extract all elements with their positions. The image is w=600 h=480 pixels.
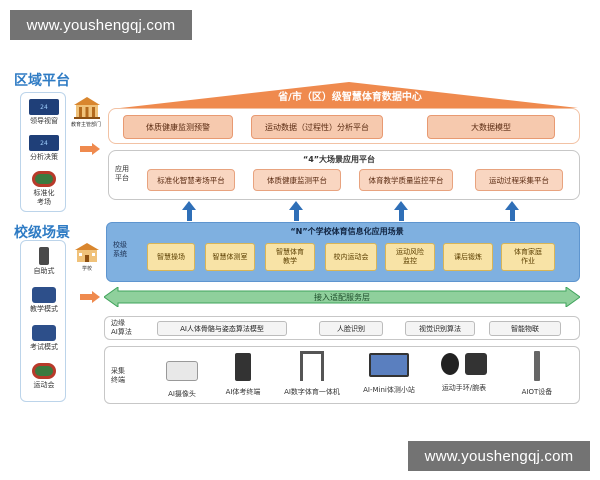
- region-arrow-icon: [80, 140, 100, 159]
- region-item-leader-view: 24 领导视窗: [21, 99, 67, 126]
- device-label: AI体考终端: [225, 388, 261, 396]
- device-label: AIOT设备: [521, 388, 553, 396]
- school-title: 校级场景: [14, 225, 70, 241]
- teaching-device-icon: [32, 287, 56, 303]
- edge-ai-panel: 边缘 AI算法 AI人体骨骼与姿态算法模型 人脸识别 视觉识别算法 智能物联: [104, 316, 580, 340]
- face-recognition-box: 人脸识别: [319, 321, 383, 336]
- region-item-label: 分析决策: [30, 153, 58, 161]
- school-item-label: 教学模式: [30, 305, 58, 313]
- smart-test-room-box: 智慧体测室: [205, 243, 255, 271]
- application-panel: 应用 平台 “4”大场景应用平台 标准化智慧考场平台 体质健康监测平台 体育教学…: [108, 150, 580, 200]
- school-system-title: “N”个学校体育信息化应用场景: [290, 227, 404, 236]
- school-item-self-service: 自助式: [21, 247, 67, 276]
- data-center-title: 省/市（区）级智慧体育数据中心: [278, 92, 422, 103]
- app-health-monitor-box: 体质健康监测平台: [253, 169, 341, 191]
- edge-ai-side-label: 边缘 AI算法: [111, 319, 132, 336]
- band-case-icon: [465, 353, 487, 375]
- camera-icon: [166, 361, 198, 381]
- aiot-device: AIOT设备: [509, 351, 565, 397]
- school-system-panel: 校级 系统 “N”个学校体育信息化应用场景 智慧操场 智慧体测室 智慧体育 教学…: [106, 222, 580, 282]
- smart-playground-box: 智慧操场: [147, 243, 195, 271]
- dashboard-screen-icon: 24: [29, 99, 59, 115]
- after-school-exercise-box: 课后锻炼: [443, 243, 493, 271]
- education-bureau-icon: [73, 96, 101, 120]
- app-exercise-collection-box: 运动过程采集平台: [475, 169, 563, 191]
- collection-side-label: 采集 终端: [111, 367, 125, 384]
- region-item-label: 标准化 考场: [33, 189, 55, 206]
- school-item-label: 运动会: [33, 381, 55, 389]
- school-item-label: 考试模式: [30, 343, 58, 351]
- device-label: AI-Mini体测小站: [363, 386, 415, 394]
- school-item-label: 自助式: [33, 267, 55, 275]
- education-bureau-label: 教育主管部门: [70, 122, 101, 128]
- data-center-panel: 体质健康监测预警 运动数据（过程性）分析平台 大数据模型: [108, 108, 580, 144]
- device-label: AI数字体育一体机: [284, 388, 340, 396]
- school-item-sports-meet: 运动会: [21, 363, 67, 390]
- exam-device-icon: [32, 325, 56, 341]
- exercise-risk-monitor-box: 运动风险 监控: [385, 243, 435, 271]
- collection-panel: 采集 终端 AI摄像头 AI体考终端 AI数字体育一体机 AI-Mini体测小站…: [104, 346, 580, 404]
- app-standard-exam-box: 标准化智慧考场平台: [147, 169, 235, 191]
- analytics-screen-icon: 24: [29, 135, 59, 151]
- watch-icon: [441, 353, 459, 375]
- application-side-label: 应用 平台: [115, 165, 129, 182]
- smart-iot-box: 智能物联: [489, 321, 561, 336]
- region-item-standard-exam: 标准化 考场: [21, 171, 67, 207]
- ai-exam-terminal-device: AI体考终端: [217, 353, 269, 397]
- campus-sports-meet-box: 校内运动会: [325, 243, 377, 271]
- school-building-label: 学校: [81, 266, 92, 272]
- sports-data-analysis-box: 运动数据（过程性）分析平台: [251, 115, 383, 139]
- application-title: “4”大场景应用平台: [302, 155, 376, 164]
- device-label: 运动手环/腕表: [441, 384, 487, 392]
- track-field-icon: [32, 171, 56, 187]
- region-sidebar: 24 领导视窗 24 分析决策 标准化 考场: [20, 92, 66, 212]
- aiot-icon: [534, 351, 540, 381]
- app-teaching-quality-box: 体育教学质量监控平台: [359, 169, 453, 191]
- school-building-icon: [73, 242, 101, 264]
- school-sidebar: 自助式 教学模式 考试模式 运动会: [20, 240, 66, 402]
- sports-band-watch-device: 运动手环/腕表: [429, 353, 499, 393]
- physical-health-warning-box: 体质健康监测预警: [123, 115, 233, 139]
- school-item-exam: 考试模式: [21, 325, 67, 352]
- access-layer-label: 接入适配服务层: [314, 293, 370, 302]
- school-arrow-icon: [80, 288, 100, 307]
- sports-machine-icon: [300, 351, 324, 381]
- smart-pe-teaching-box: 智慧体育 教学: [265, 243, 315, 271]
- ai-mini-test-station-device: AI-Mini体测小站: [351, 353, 427, 395]
- stadium-icon: [32, 363, 56, 379]
- big-data-model-box: 大数据模型: [427, 115, 555, 139]
- ai-camera-device: AI摄像头: [157, 355, 207, 399]
- watermark-bottom: www.youshengqj.com: [408, 441, 590, 471]
- region-title: 区域平台: [14, 73, 70, 89]
- ai-skeleton-pose-model-box: AI人体骨骼与姿态算法模型: [157, 321, 287, 336]
- pe-homework-box: 体育家庭 作业: [501, 243, 555, 271]
- region-item-label: 领导视窗: [30, 117, 58, 125]
- ai-digital-sports-machine-device: AI数字体育一体机: [275, 351, 349, 397]
- test-station-icon: [369, 353, 409, 377]
- region-item-analysis: 24 分析决策: [21, 135, 67, 162]
- school-system-side-label: 校级 系统: [113, 241, 127, 258]
- data-center-roof: [120, 82, 578, 108]
- device-label: AI摄像头: [168, 390, 196, 398]
- exam-terminal-icon: [235, 353, 251, 381]
- self-service-kiosk-icon: [39, 247, 49, 265]
- watermark-top: www.youshengqj.com: [10, 10, 192, 40]
- visual-recognition-box: 视觉识别算法: [405, 321, 475, 336]
- school-item-teaching: 教学模式: [21, 287, 67, 314]
